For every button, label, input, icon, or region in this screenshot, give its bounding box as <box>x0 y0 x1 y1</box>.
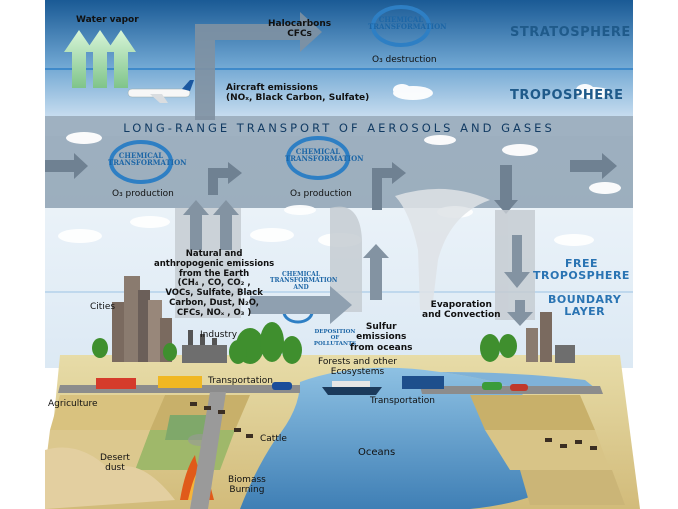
downward-arrows <box>504 235 533 326</box>
label-agriculture: Agriculture <box>48 399 98 409</box>
deposition-arrow <box>250 286 352 324</box>
label-transportation-right: Transportation <box>370 396 435 406</box>
label-evaporation: Evaporation and Convection <box>422 300 501 321</box>
chem-transformation-left: CHEMICAL TRANSFORMATION <box>108 151 187 168</box>
label-o3-production-left: O₃ production <box>112 189 174 199</box>
label-oceans: Oceans <box>358 447 396 458</box>
halocarbon-arrow <box>195 12 322 120</box>
upward-arrows <box>183 200 389 300</box>
vehicles <box>96 376 528 391</box>
water-vapor-arrows <box>64 30 136 88</box>
vertical-transport-columns <box>175 188 535 320</box>
trees <box>92 322 517 364</box>
band-arrows <box>45 153 617 214</box>
industry-buildings <box>182 330 575 363</box>
clouds <box>58 84 621 247</box>
zone-troposphere: TROPOSPHERE <box>510 88 624 103</box>
label-cattle: Cattle <box>260 434 287 444</box>
chem-transformation-mid: CHEMICAL TRANSFORMATION <box>285 147 364 164</box>
label-natural-emissions: Natural and anthropogenic emissions from… <box>154 249 275 318</box>
ship <box>322 381 382 395</box>
zone-stratosphere: STRATOSPHERE <box>510 25 631 40</box>
roads <box>58 385 603 509</box>
label-aircraft: Aircraft emissions (NOₓ, Black Carbon, S… <box>226 83 370 104</box>
chem-transformation-and: CHEMICAL TRANSFORMATION AND <box>270 271 338 291</box>
label-sulfur: Sulfur emissions from oceans <box>350 322 413 353</box>
aircraft-illustration <box>127 80 194 103</box>
label-transportation-left: Transportation <box>208 376 273 386</box>
city-skyline <box>112 276 552 362</box>
deposition-label: DEPOSITION OF POLLUTANTS <box>313 329 357 347</box>
label-o3-production-mid: O₃ production <box>290 189 352 199</box>
cattle-herds <box>190 402 597 450</box>
transport-band-title-strip <box>45 116 633 136</box>
chem-transformation-strat: CHEMICAL TRANSFORMATION <box>368 15 447 32</box>
label-o3-destruction: O₃ destruction <box>372 55 437 65</box>
zone-free-troposphere: FREE TROPOSPHERE <box>533 257 630 283</box>
label-halocarbons: Halocarbons CFCs <box>268 19 332 40</box>
desert-dunes <box>45 447 175 509</box>
label-cities: Cities <box>90 302 116 312</box>
label-biomass-burning: Biomass Burning <box>228 475 266 496</box>
stratosphere-region <box>45 0 633 118</box>
zone-boundary-layer: BOUNDARY LAYER <box>548 293 622 319</box>
label-industry: Industry <box>200 330 238 340</box>
band-title: LONG-RANGE TRANSPORT OF AEROSOLS AND GAS… <box>123 121 555 135</box>
label-forests: Forests and other Ecosystems <box>318 357 397 378</box>
farm-fields <box>45 395 625 505</box>
label-water-vapor: Water vapor <box>76 15 139 25</box>
label-desert-dust: Desert dust <box>100 453 130 474</box>
